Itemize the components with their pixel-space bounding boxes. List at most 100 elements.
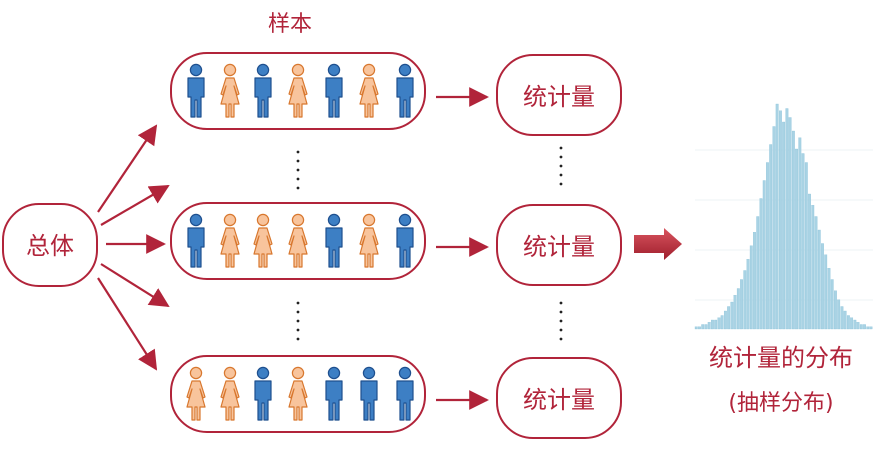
histogram-bar <box>746 259 750 330</box>
histogram-bar <box>840 306 844 330</box>
sample-row-3: 统计量 <box>170 355 622 439</box>
male-person-icon <box>396 366 414 421</box>
sample-row-1: 统计量 <box>170 52 622 136</box>
histogram-bar <box>727 306 731 330</box>
histogram-bar <box>830 279 834 330</box>
distribution-sublabel: (抽样分布) <box>728 391 833 416</box>
histogram-bar <box>762 180 766 330</box>
male-person-icon <box>254 63 272 118</box>
histogram-bar <box>846 315 850 330</box>
histogram-bar <box>766 162 769 330</box>
female-person-icon <box>186 366 206 421</box>
arrow-to-sample-1 <box>97 124 158 213</box>
histogram-bar <box>863 324 866 330</box>
histogram-bar <box>694 326 698 330</box>
female-person-icon <box>359 213 379 268</box>
female-person-icon <box>288 213 308 268</box>
histogram-bar <box>798 137 802 330</box>
histogram-bar <box>843 310 847 330</box>
distribution-label: 统计量的分布 <box>709 344 853 372</box>
histogram-bar <box>856 322 860 330</box>
histogram-bar <box>859 324 863 330</box>
histogram-bar <box>717 317 721 330</box>
ellipsis-dots <box>296 146 563 341</box>
sampling-distribution-histogram <box>694 103 873 330</box>
histogram-bar <box>801 153 805 330</box>
male-person-icon <box>325 366 343 421</box>
statistic-node-1: 统计量 <box>496 54 622 136</box>
histogram-bar <box>791 130 795 330</box>
histogram-bar <box>853 319 857 330</box>
statistic-label: 统计量 <box>523 233 595 261</box>
histogram-bar <box>704 324 708 330</box>
histogram-bar <box>736 288 740 330</box>
population-arrows <box>97 124 170 371</box>
histogram-bar <box>788 117 792 330</box>
male-person-icon <box>325 63 343 118</box>
female-person-icon <box>253 213 273 268</box>
distribution-arrow <box>634 228 682 260</box>
female-person-icon <box>359 63 379 118</box>
sample-people <box>187 63 414 118</box>
female-person-icon <box>220 366 240 421</box>
histogram-bar <box>837 299 841 330</box>
histogram-bar <box>814 216 818 330</box>
histogram-bar <box>740 279 743 330</box>
female-person-icon <box>220 63 240 118</box>
histogram-bar <box>723 310 727 330</box>
histogram-bar <box>811 205 815 330</box>
statistic-node-3: 统计量 <box>496 357 622 439</box>
histogram-bar <box>749 245 753 330</box>
histogram-bar <box>775 103 779 330</box>
histogram-bar <box>743 270 747 330</box>
male-person-icon <box>254 366 272 421</box>
histogram-bar <box>817 229 821 330</box>
histogram-bar <box>824 254 828 330</box>
histogram-bar <box>769 144 773 330</box>
statistic-node-2: 统计量 <box>496 204 622 286</box>
histogram-bar <box>821 243 824 330</box>
male-person-icon <box>325 213 343 268</box>
population-label: 总体 <box>26 232 74 260</box>
histogram-bar <box>720 315 724 330</box>
sample-people <box>186 366 414 421</box>
male-person-icon <box>187 63 205 118</box>
histogram-bar <box>850 317 854 330</box>
population-node: 总体 <box>2 203 98 287</box>
sample-title: 样本 <box>268 12 312 37</box>
histogram-bar <box>866 326 870 330</box>
histogram-bar <box>730 301 734 330</box>
histogram-bar <box>733 295 737 330</box>
histogram-bar <box>756 216 760 330</box>
histogram-bar <box>795 148 799 330</box>
histogram-bar <box>707 322 711 330</box>
histogram-bar <box>782 121 786 330</box>
arrow-upper-middle <box>100 185 170 226</box>
histogram-bar <box>808 193 811 330</box>
arrow-to-sample-3 <box>97 277 158 371</box>
histogram-bar <box>827 268 831 330</box>
sample-people <box>187 213 414 268</box>
histogram-bar <box>701 324 705 330</box>
histogram-bar <box>753 232 756 330</box>
histogram-bar <box>711 319 714 330</box>
histogram-bar <box>759 198 763 330</box>
histogram-bar <box>834 290 837 330</box>
statistic-label: 统计量 <box>523 386 595 414</box>
male-person-icon <box>187 213 205 268</box>
female-person-icon <box>288 63 308 118</box>
histogram-bar <box>804 162 808 330</box>
male-person-icon <box>360 366 378 421</box>
histogram-bar <box>772 126 776 330</box>
sample-row-2: 统计量 <box>170 202 622 286</box>
female-person-icon <box>220 213 240 268</box>
male-person-icon <box>396 63 414 118</box>
histogram-bar <box>869 326 873 330</box>
histogram-bar <box>785 108 789 330</box>
statistic-label: 统计量 <box>523 83 595 111</box>
female-person-icon <box>288 366 308 421</box>
histogram-bar <box>779 110 782 330</box>
arrow-lower-middle <box>100 263 170 308</box>
